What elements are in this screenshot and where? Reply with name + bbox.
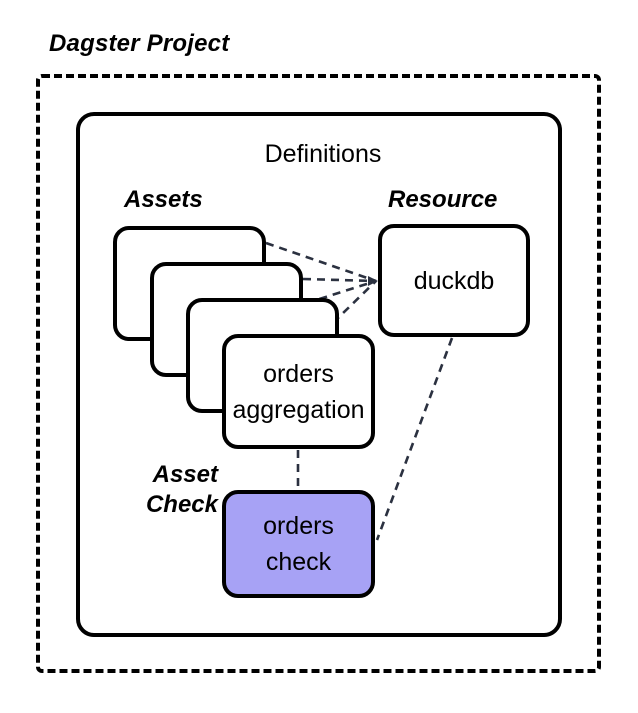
asset-node-label-line1: orders (263, 359, 334, 388)
asset-node-orders-aggregation[interactable]: orders aggregation (222, 334, 375, 449)
group-label-resource: Resource (388, 186, 498, 213)
asset-node-label-line2: aggregation (232, 395, 365, 424)
project-boundary (36, 74, 601, 673)
group-label-asset-check: Asset Check (98, 460, 218, 520)
resource-node-label: duckdb (413, 266, 495, 295)
definitions-title: Definitions (264, 140, 382, 168)
project-title: Dagster Project (49, 30, 230, 57)
asset-check-node-label-line1: orders (263, 512, 334, 540)
resource-node-duckdb[interactable]: duckdb (378, 224, 530, 337)
group-label-asset-check-line1: Asset (152, 461, 218, 488)
group-label-assets: Assets (124, 186, 203, 213)
definitions-container: Definitions (76, 112, 562, 637)
group-label-asset-check-line2: Check (145, 491, 218, 518)
asset-check-node-label-line2: check (265, 548, 332, 576)
asset-check-node-orders-check[interactable]: orders check (222, 490, 375, 598)
